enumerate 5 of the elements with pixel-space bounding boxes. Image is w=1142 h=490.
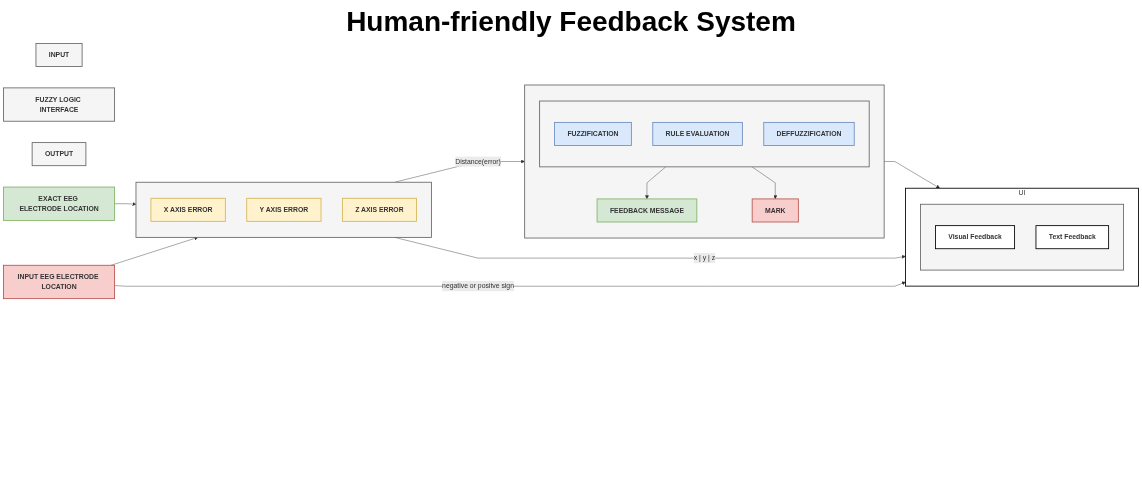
- cluster: [524, 84, 885, 239]
- cluster: [539, 100, 870, 168]
- diagram-title: Human-friendly Feedback System: [345, 6, 797, 38]
- cluster: [920, 203, 1124, 271]
- cluster: [135, 181, 432, 238]
